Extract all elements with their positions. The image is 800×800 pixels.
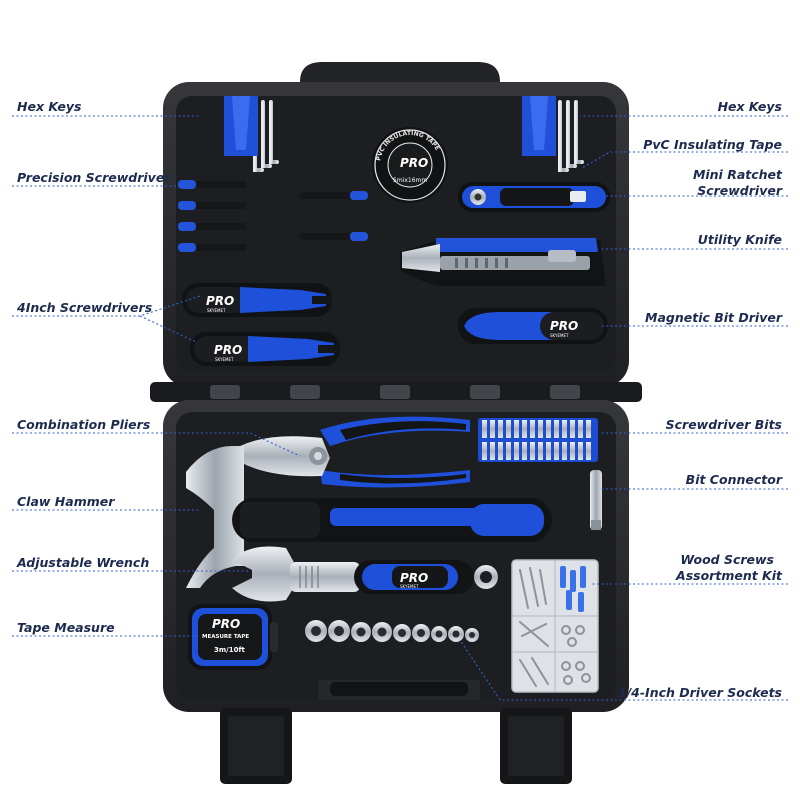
screwdriver-phillips: PRO SKYEMET [190,332,450,366]
screwdriver-bits [478,418,598,462]
wrench-brand: PRO [400,571,428,585]
label-wood-screws-line1: Wood Screws [680,552,774,567]
label-adjustable-wrench: Adjustable Wrench [17,555,150,570]
label-pvc-tape: PvC Insulating Tape [643,137,782,152]
screwdriver-brand-2: PRO [214,343,242,357]
label-claw-hammer: Claw Hammer [17,494,115,509]
tape-brand: PRO [400,156,428,170]
bit-connector [590,470,602,530]
combination-pliers [240,416,470,488]
label-utility-knife: Utility Knife [697,232,782,247]
label-mini-ratchet-line2: Screwdriver [697,183,782,198]
mini-ratchet-screwdriver [458,182,610,212]
screwdriver-brand-sub-1: SKYEMET [207,308,226,313]
adjustable-wrench: PRO SKYEMET [232,546,498,602]
tape-measure-size: 3m/10ft [214,646,246,654]
base-tray [176,412,616,700]
screwdriver-flat: PRO SKYEMET [182,283,458,317]
label-bit-connector: Bit Connector [685,472,782,487]
case-handle[interactable] [300,62,500,112]
bit-driver-brand-sub: SKYEMET [550,333,569,338]
screwdriver-brand-sub-2: SKYEMET [215,357,234,362]
bit-driver-brand: PRO [550,319,578,333]
pvc-insulating-tape: PVC INSULATING TAPE PRO 5mix16mm [372,127,448,203]
tape-measure-label: MEASURE TAPE [202,634,249,640]
tape-measure-brand: PRO [212,617,240,631]
label-driver-sockets: 1/4-Inch Driver Sockets [617,685,782,700]
label-tape-measure: Tape Measure [17,620,115,635]
tape-size: 5mix16mm [393,177,427,184]
driver-sockets [305,620,479,642]
precision-screwdrivers [178,180,368,252]
utility-knife [400,238,606,286]
label-magnetic-bit-driver: Magnetic Bit Driver [645,310,782,325]
label-hex-keys-right: Hex Keys [717,99,782,114]
hex-keys-left [191,96,279,172]
screwdriver-brand-1: PRO [206,294,234,308]
label-wood-screws-line2: Assortment Kit [676,568,782,583]
label-screwdriver-bits: Screwdriver Bits [665,417,782,432]
claw-hammer [186,446,552,588]
wrench-brand-sub: SKYEMET [400,584,419,589]
hinge-knuckles [210,385,580,399]
label-mini-ratchet-line1: Mini Ratchet [692,167,782,182]
label-hex-keys-left: Hex Keys [17,99,82,114]
leader-lines [12,115,788,701]
magnetic-bit-driver: PRO SKYEMET [340,308,608,344]
label-precision-screwdriver: Precision Screwdriver [17,170,171,185]
hex-keys-right [492,96,584,172]
label-4inch-screwdrivers: 4Inch Screwdrivers [17,300,153,315]
tape-measure: PRO MEASURE TAPE 3m/10ft [188,604,278,670]
wood-screws-kit [511,559,599,693]
label-combination-pliers: Combination Pliers [17,417,151,432]
